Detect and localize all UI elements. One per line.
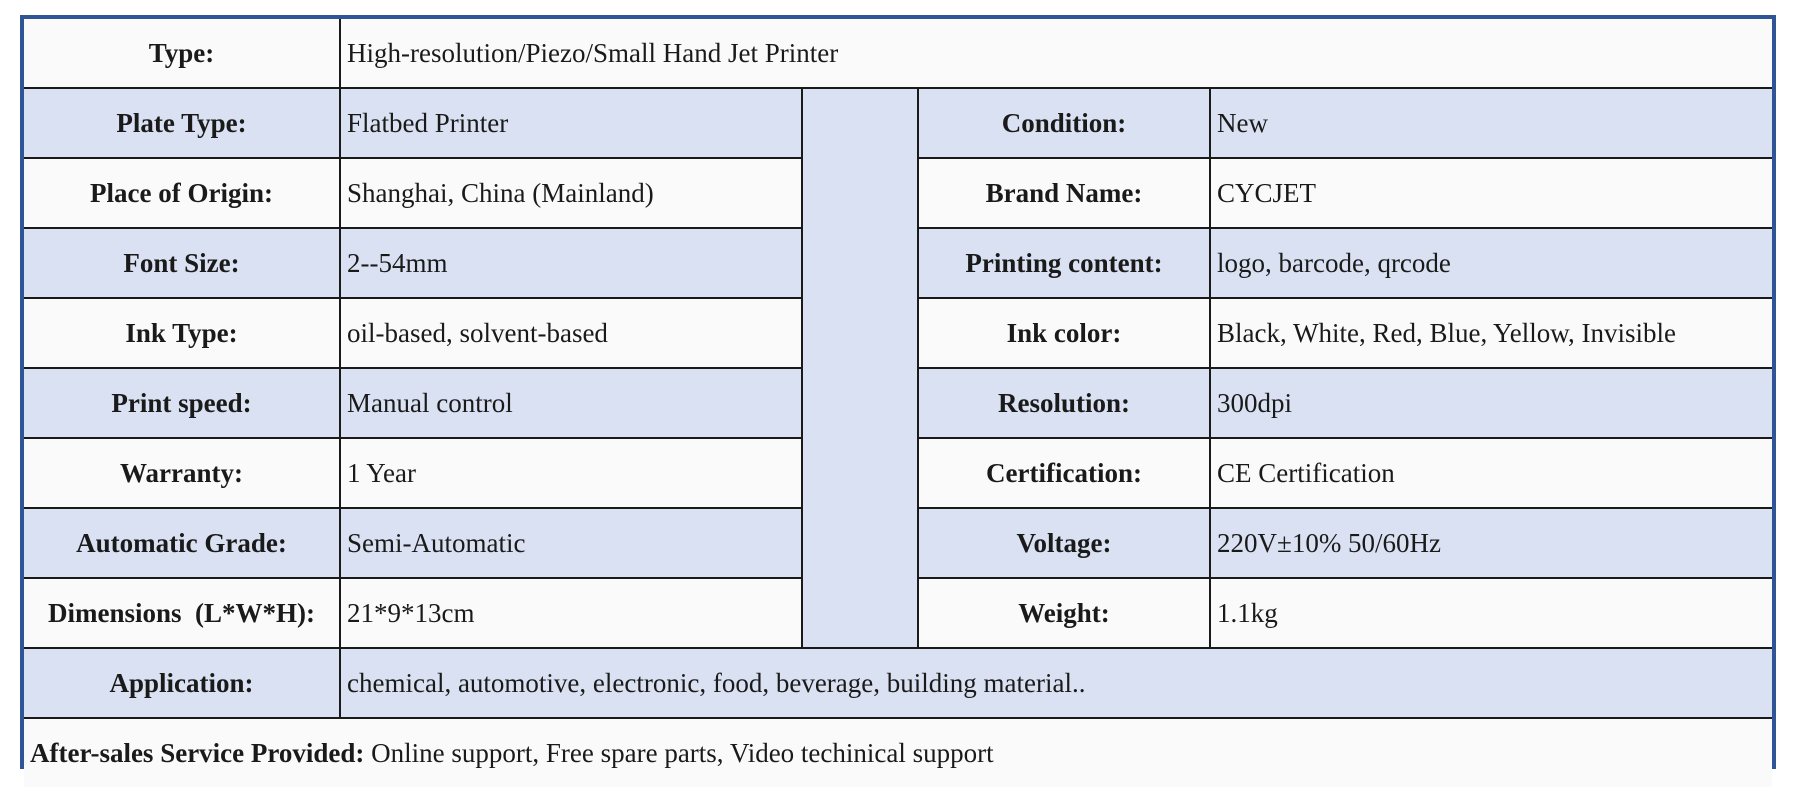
column-spacer (801, 87, 919, 649)
table-row: Print speed: Manual control Resolution: … (24, 367, 1772, 439)
dimensions-value: 21*9*13cm (339, 577, 803, 649)
ink-color-value: Black, White, Red, Blue, Yellow, Invisib… (1209, 297, 1772, 369)
place-of-origin-value: Shanghai, China (Mainland) (339, 157, 803, 229)
after-sales-label: After-sales Service Provided: (30, 737, 365, 768)
voltage-label: Voltage: (917, 507, 1211, 579)
dimensions-label: Dimensions (L*W*H): (24, 577, 341, 649)
warranty-label: Warranty: (24, 437, 341, 509)
table-row: Plate Type: Flatbed Printer Condition: N… (24, 87, 1772, 649)
application-label: Application: (24, 647, 341, 719)
certification-value: CE Certification (1209, 437, 1772, 509)
after-sales-row: After-sales Service Provided: Online sup… (24, 717, 1772, 787)
brand-name-label: Brand Name: (917, 157, 1211, 229)
voltage-value: 220V±10% 50/60Hz (1209, 507, 1772, 579)
after-sales-cell: After-sales Service Provided: Online sup… (24, 717, 1772, 787)
ink-type-value: oil-based, solvent-based (339, 297, 803, 369)
automatic-grade-value: Semi-Automatic (339, 507, 803, 579)
font-size-label: Font Size: (24, 227, 341, 299)
type-value: High-resolution/Piezo/Small Hand Jet Pri… (339, 19, 1772, 89)
warranty-value: 1 Year (339, 437, 803, 509)
table-row: Place of Origin: Shanghai, China (Mainla… (24, 157, 1772, 229)
type-label: Type: (24, 19, 341, 89)
application-value: chemical, automotive, electronic, food, … (339, 647, 1772, 719)
type-row: Type: High-resolution/Piezo/Small Hand J… (24, 19, 1772, 89)
plate-type-label: Plate Type: (24, 87, 341, 159)
table-row: Ink Type: oil-based, solvent-based Ink c… (24, 297, 1772, 369)
place-of-origin-label: Place of Origin: (24, 157, 341, 229)
resolution-label: Resolution: (917, 367, 1211, 439)
plate-type-value: Flatbed Printer (339, 87, 803, 159)
weight-label: Weight: (917, 577, 1211, 649)
application-row: Application: chemical, automotive, elect… (24, 647, 1772, 719)
condition-value: New (1209, 87, 1772, 159)
ink-type-label: Ink Type: (24, 297, 341, 369)
ink-color-label: Ink color: (917, 297, 1211, 369)
print-speed-value: Manual control (339, 367, 803, 439)
print-speed-label: Print speed: (24, 367, 341, 439)
brand-name-value: CYCJET (1209, 157, 1772, 229)
printing-content-value: logo, barcode, qrcode (1209, 227, 1772, 299)
table-row: Font Size: 2--54mm Printing content: log… (24, 227, 1772, 299)
condition-label: Condition: (917, 87, 1211, 159)
spec-sheet: Type: High-resolution/Piezo/Small Hand J… (20, 15, 1776, 787)
weight-value: 1.1kg (1209, 577, 1772, 649)
automatic-grade-label: Automatic Grade: (24, 507, 341, 579)
table-row: Automatic Grade: Semi-Automatic Voltage:… (24, 507, 1772, 579)
printing-content-label: Printing content: (917, 227, 1211, 299)
table-row: Warranty: 1 Year Certification: CE Certi… (24, 437, 1772, 509)
certification-label: Certification: (917, 437, 1211, 509)
resolution-value: 300dpi (1209, 367, 1772, 439)
after-sales-value: Online support, Free spare parts, Video … (364, 737, 994, 768)
font-size-value: 2--54mm (339, 227, 803, 299)
table-row: Dimensions (L*W*H): 21*9*13cm Weight: 1.… (24, 577, 1772, 649)
spec-table: Type: High-resolution/Piezo/Small Hand J… (24, 19, 1772, 787)
